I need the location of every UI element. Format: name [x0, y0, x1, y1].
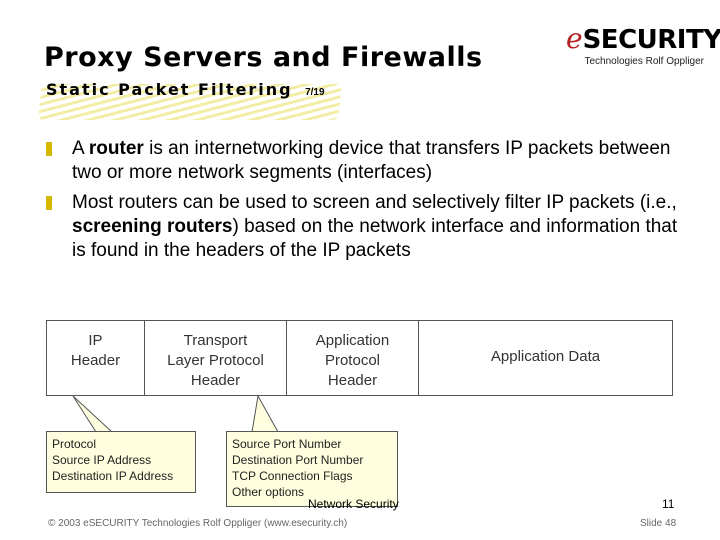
callout-line: Protocol — [52, 437, 97, 451]
callout-line: Destination IP Address — [52, 469, 174, 483]
logo-e: e — [566, 22, 583, 55]
transport-header-callout: Source Port Number Destination Port Numb… — [226, 431, 398, 507]
footer-copyright: © 2003 eSECURITY Technologies Rolf Oppli… — [48, 518, 348, 529]
logo-word: SECURITY — [582, 25, 720, 55]
application-data-cell: Application Data — [490, 348, 601, 365]
bullet-text: Most routers can be used to screen and s… — [72, 192, 677, 261]
transport-header-cell: Transport Layer Protocol Header — [145, 321, 287, 395]
bullet-text-part: ) based on the network interface and inf… — [72, 216, 678, 261]
esecurity-logo: eSECURITY — [566, 22, 720, 55]
bullet-text-bold: router — [88, 138, 144, 159]
overlay-course-name: Network Security — [308, 497, 399, 511]
bullet-marker-icon — [46, 196, 52, 210]
ip-header-cell: IP Header — [47, 321, 145, 395]
callout-line: Source IP Address — [52, 453, 152, 467]
callout-line: TCP Connection Flags — [232, 469, 353, 483]
bullet-text-part: is an internetworking device that transf… — [72, 138, 671, 183]
callout-line: Destination Port Number — [232, 453, 364, 467]
bullet-text-bold: screening routers — [72, 216, 233, 237]
callout-line: Other options — [232, 485, 305, 499]
ip-callout-pointer — [72, 395, 114, 433]
bullet-item: A router is an internetworking device th… — [46, 137, 696, 185]
slide-subtitle: Static Packet Filtering — [46, 80, 293, 99]
bullet-text: A router is an internetworking device th… — [72, 138, 670, 183]
bullet-text-part: A — [72, 138, 89, 159]
bullet-list: A router is an internetworking device th… — [46, 137, 696, 269]
footer-slide-number: Slide 48 — [640, 518, 677, 529]
logo-tagline: Technologies Rolf Oppliger — [584, 56, 704, 67]
transport-callout-pointer — [251, 394, 279, 433]
callout-line: Source Port Number — [232, 437, 342, 451]
bullet-text-part: Most routers can be used to screen and s… — [72, 192, 677, 213]
bullet-marker-icon — [46, 142, 52, 156]
overlay-page-number: 11 — [662, 497, 675, 511]
bullet-item: Most routers can be used to screen and s… — [46, 191, 696, 263]
application-header-cell: Application Protocol Header — [287, 321, 419, 395]
subtitle-row: Static Packet Filtering 7/19 — [46, 80, 325, 100]
ip-header-callout: Protocol Source IP Address Destination I… — [46, 431, 196, 493]
slide-title: Proxy Servers and Firewalls — [44, 42, 483, 73]
packet-structure-diagram: IP Header Transport Layer Protocol Heade… — [46, 320, 673, 396]
slide-fraction: 7/19 — [305, 87, 325, 98]
